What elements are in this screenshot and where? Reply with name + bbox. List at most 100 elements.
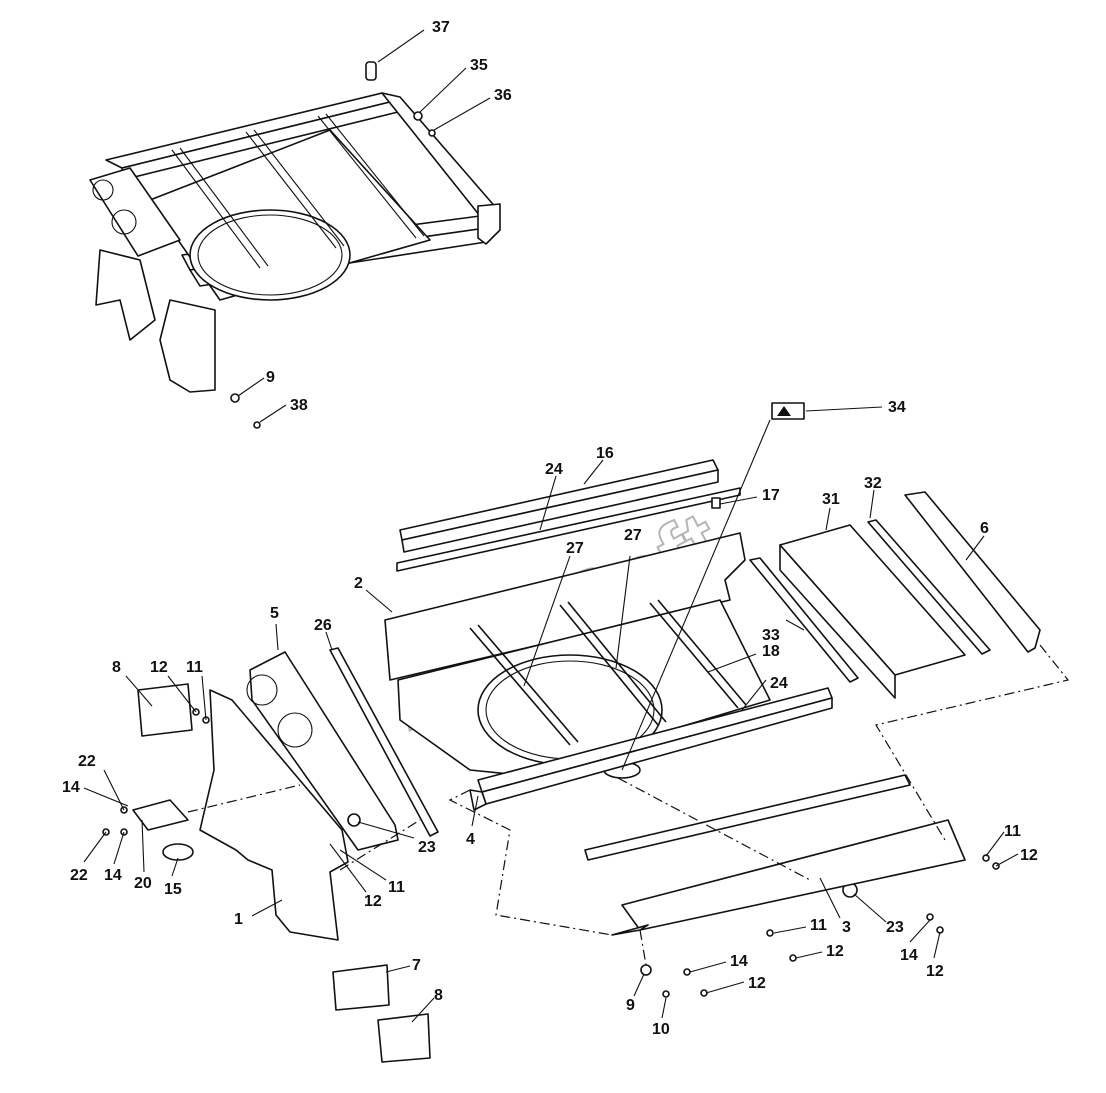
leader-11a (201, 675, 207, 721)
callout-14: 14 (104, 867, 122, 884)
leader-33 (785, 619, 805, 631)
callout-12: 12 (926, 963, 944, 980)
fastener (926, 913, 934, 921)
warning-triangle-icon (777, 406, 791, 416)
callout-33: 33 (762, 627, 780, 644)
callout-32: 32 (864, 475, 882, 492)
leader-24b (741, 679, 767, 711)
leader-12d (795, 951, 823, 959)
leader-14c (909, 919, 931, 943)
leader-34b (621, 419, 771, 771)
part-23-grommet (347, 813, 361, 827)
frame-ring-inner (197, 214, 343, 296)
leader-9b (633, 973, 645, 997)
leader-12c (995, 853, 1019, 867)
leader-11c (985, 831, 1005, 857)
leader-12e (933, 931, 941, 959)
leader-3 (819, 877, 841, 919)
assembly-line (448, 789, 613, 936)
callout-37: 37 (432, 19, 450, 36)
bolt-35 (413, 111, 423, 121)
leader-12b (329, 843, 367, 893)
leader-lines (83, 29, 1019, 1023)
part-3-end (611, 924, 649, 936)
leader-23a (357, 821, 415, 839)
callout-4: 4 (466, 831, 475, 848)
leader-7 (385, 965, 411, 973)
part-16-rail-face (401, 469, 719, 553)
part-5-lamp-box (249, 651, 399, 851)
callout-12: 12 (364, 893, 382, 910)
callout-11: 11 (388, 879, 405, 896)
frame-cross-tube (253, 129, 345, 247)
callout-11: 11 (810, 917, 827, 934)
callout-11: 11 (1004, 823, 1021, 840)
leader-14b (113, 831, 125, 865)
fastener-nut-9 (640, 964, 652, 976)
leader-15 (171, 857, 179, 877)
leader-14d (689, 961, 727, 973)
fastener (789, 954, 797, 962)
leader-12a (167, 675, 197, 713)
frame-cross-tube (317, 115, 417, 239)
leader-23b (853, 893, 887, 923)
assembly-line (617, 777, 811, 881)
nut-9-top (230, 393, 240, 403)
assembly-lines (187, 644, 1070, 966)
frame-cross-tube (325, 113, 425, 237)
leader-35 (419, 67, 467, 113)
callout-12: 12 (748, 975, 766, 992)
callout-22: 22 (70, 867, 88, 884)
frame-lamp-hole (92, 179, 114, 201)
leader-1 (251, 899, 283, 917)
part-27-rod (469, 627, 571, 746)
fastener (982, 854, 990, 862)
leader-27b (615, 555, 631, 669)
callout-10: 10 (652, 1021, 670, 1038)
leader-5 (275, 623, 279, 651)
part-17-clip (711, 497, 721, 509)
leader-8b (411, 997, 435, 1023)
callout-14: 14 (900, 947, 918, 964)
frame-ring (189, 209, 351, 301)
part-8-plate-lower (377, 1013, 431, 1063)
callout-8: 8 (434, 987, 443, 1004)
part-3-beam (621, 819, 966, 931)
leader-10 (661, 997, 667, 1019)
leader-22b (83, 831, 107, 863)
callout-12: 12 (826, 943, 844, 960)
assembly-line (339, 819, 421, 871)
leader-37 (377, 29, 425, 63)
callout-labels: 37 35 36 9 38 34 16 24 17 31 32 6 27 27 … (62, 19, 1038, 1038)
callout-26: 26 (314, 617, 332, 634)
part-33-strip (749, 557, 859, 683)
callout-14: 14 (62, 779, 80, 796)
callout-12: 12 (150, 659, 168, 676)
part-24-bar-top (396, 487, 741, 572)
part-26-strip (329, 647, 439, 837)
callout-16: 16 (596, 445, 614, 462)
part-15-ring (162, 843, 194, 861)
assembly-line (875, 644, 1070, 841)
callout-23: 23 (418, 839, 436, 856)
frame-cross-tube (179, 147, 269, 267)
part-27-rod (477, 624, 579, 743)
callout-7: 7 (412, 957, 421, 974)
callout-31: 31 (822, 491, 840, 508)
leader-38 (259, 404, 287, 423)
callout-36: 36 (494, 87, 512, 104)
part-31-cover-face (779, 544, 896, 699)
callout-14: 14 (730, 953, 748, 970)
part-5-lamp-hole (246, 674, 278, 706)
leader-22a (103, 769, 125, 811)
clip-37 (365, 61, 377, 81)
callout-27: 27 (624, 527, 642, 544)
fastener-bolt-10 (662, 990, 670, 998)
leader-20 (141, 819, 145, 873)
leader-17 (719, 496, 758, 505)
leader-16 (583, 459, 604, 485)
frame-leg-plate-left (95, 249, 156, 341)
fastener (683, 968, 691, 976)
callout-6: 6 (980, 520, 989, 537)
